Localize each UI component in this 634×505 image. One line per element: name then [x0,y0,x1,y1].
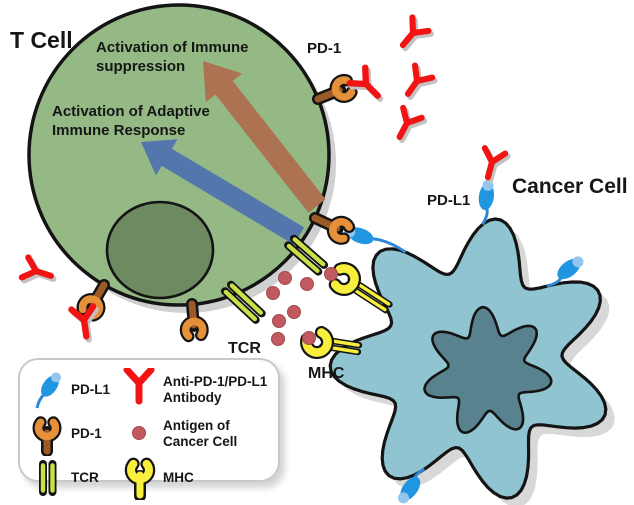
tcr-label: TCR [228,340,261,357]
mhc-molecule [328,262,393,314]
antigen-dot [302,331,316,345]
pd1-receptor [179,298,209,343]
pd1-label: PD-1 [307,40,342,57]
cancer-cell-nucleus [423,305,553,434]
antigen-dot [271,332,285,346]
legend-item-pd1: PD-1 [30,412,122,456]
pd1-receptor [32,416,62,456]
mhc-icon [124,457,156,500]
legend-label: PD-1 [71,426,102,442]
mhc-molecule [300,326,363,360]
legend-item-pdl1: PD-L1 [30,368,122,412]
antibody [18,254,57,284]
cancer-cell-group [328,217,615,505]
pd1-receptor [312,74,358,105]
antigen-dot [287,305,301,319]
antibody [481,145,511,184]
legend-label: PD-L1 [71,382,111,398]
t-cell-label: T Cell [10,27,73,53]
pdl1-ligand [478,179,495,226]
adaptive-response-arrow [141,139,305,245]
tcr-mhc-antigen-group [220,234,393,360]
adaptive-response-label: Activation of Adaptive Immune Response [52,103,210,139]
pdl1-icon [35,372,62,409]
antigen-dot [324,267,338,281]
tcr-receptor [284,234,329,276]
antigen-dot [300,277,314,291]
legend-box: PD-L1 Anti-PD-1/PD-L1 Antibody PD-1 Anti… [18,358,280,500]
tcr-receptor [220,280,266,324]
legend-item-mhc: MHC [122,456,268,500]
legend-item-tcr: TCR [30,456,122,500]
antibody [396,104,428,143]
cancer-cell-label: Cancer Cell [512,175,628,198]
antibody-icon [123,368,155,405]
pdl1-ligands-group [344,179,584,504]
tcr-icon [39,460,57,496]
pdl1-label: PD-L1 [427,192,471,209]
antibody [123,368,155,405]
legend-label: Antigen of Cancer Cell [163,418,238,449]
antibodies-group [18,14,511,343]
legend-label: Anti-PD-1/PD-L1 Antibody [163,374,268,405]
antigen-dot [272,314,286,328]
legend-item-antigen: Antigen of Cancer Cell [122,412,268,456]
pd1-receptors-group [76,74,358,343]
antibody [68,303,99,343]
pd1-icon [32,416,62,456]
antigen-dot [132,426,146,440]
signal-arrows-group [141,61,326,245]
antibody [399,14,434,52]
pdl1-ligand [546,256,584,288]
legend-label: MHC [163,470,194,486]
antibody [346,64,384,102]
pd1-receptor [309,212,356,245]
pdl1-ligand [398,467,426,504]
antigen-dot [278,271,292,285]
immune-suppression-label: Activation of Immune suppression [96,39,249,75]
pd1-receptor [76,279,110,322]
antigen-icon [132,426,146,440]
legend-label: TCR [71,470,99,486]
immune-suppression-arrow [203,61,326,213]
t-cell-nucleus [105,200,215,300]
antigen-dot [266,286,280,300]
antibody [404,62,438,100]
legend-item-antibody: Anti-PD-1/PD-L1 Antibody [122,368,268,412]
mhc-label: MHC [308,365,345,382]
